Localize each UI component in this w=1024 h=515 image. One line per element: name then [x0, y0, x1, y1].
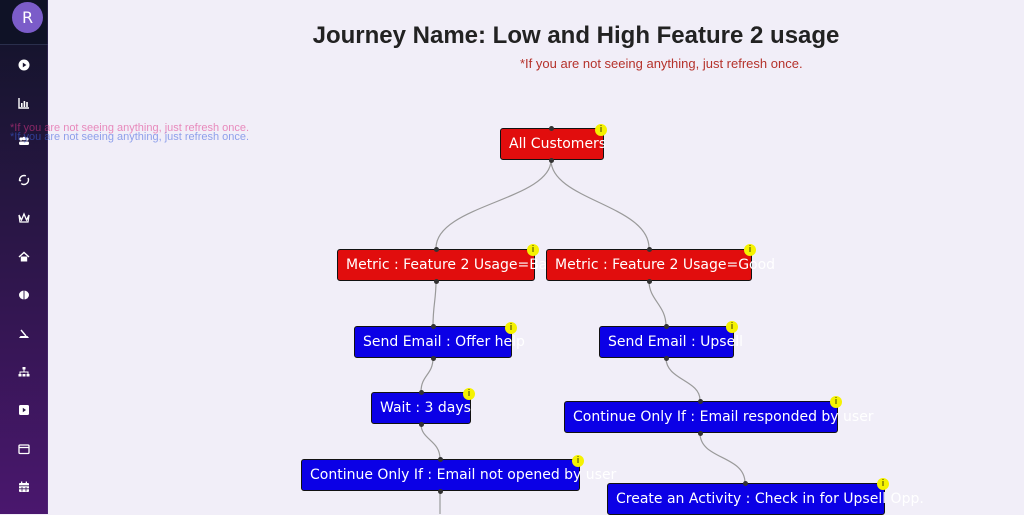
node-port: [646, 278, 652, 284]
sidebar-divider: [47, 0, 48, 514]
bar-chart-icon[interactable]: [14, 93, 34, 113]
connector: [648, 280, 667, 327]
node-port: [437, 456, 443, 462]
node-port: [548, 125, 554, 131]
node-port: [433, 278, 439, 284]
node-port: [437, 488, 443, 494]
sitemap-icon[interactable]: [14, 362, 34, 382]
avatar[interactable]: R: [12, 2, 43, 33]
window-icon[interactable]: [14, 439, 34, 459]
node-port: [418, 421, 424, 427]
info-icon[interactable]: i: [572, 455, 584, 467]
connector: [420, 357, 434, 393]
connector: [432, 280, 437, 327]
flow-node-send-upsell[interactable]: Send Email : Upsell: [599, 326, 743, 358]
node-port: [548, 157, 554, 163]
info-icon[interactable]: i: [505, 322, 517, 334]
refresh-note: *If you are not seeing anything, just re…: [520, 56, 803, 71]
connector: [435, 159, 552, 249]
connector: [699, 432, 746, 484]
flow-node-metric-bad[interactable]: Metric : Feature 2 Usage=Bad: [337, 249, 556, 281]
flow-node-metric-good[interactable]: Metric : Feature 2 Usage=Good: [546, 249, 775, 281]
node-port: [433, 246, 439, 252]
refresh-note-ghost: *If you are not seeing anything, just re…: [10, 122, 250, 134]
ship-icon[interactable]: [14, 324, 34, 344]
refresh-icon[interactable]: [14, 170, 34, 190]
connector: [420, 423, 441, 460]
sidebar: R: [0, 0, 48, 514]
flow-node-wait-3-days[interactable]: Wait : 3 days: [371, 392, 471, 424]
flow-node-continue-responded[interactable]: Continue Only If : Email responded by us…: [564, 401, 874, 433]
info-icon[interactable]: i: [527, 244, 539, 256]
crown-icon[interactable]: [14, 208, 34, 228]
flow-node-create-activity[interactable]: Create an Activity : Check in for Upsell…: [607, 483, 924, 515]
flow-node-all-customers[interactable]: All Customers: [500, 128, 606, 160]
flow-node-send-offer-help[interactable]: Send Email : Offer help: [354, 326, 525, 358]
info-icon[interactable]: i: [463, 388, 475, 400]
node-port: [663, 355, 669, 361]
play-square-icon[interactable]: [14, 400, 34, 420]
home-icon[interactable]: [14, 247, 34, 267]
info-icon[interactable]: i: [595, 124, 607, 136]
node-port: [663, 323, 669, 329]
play-circle-icon[interactable]: [14, 55, 34, 75]
node-port: [646, 246, 652, 252]
node-port: [430, 355, 436, 361]
info-icon[interactable]: i: [877, 478, 889, 490]
page-title: Journey Name: Low and High Feature 2 usa…: [312, 22, 840, 49]
refresh-note-ghost: *If you are not seeing anything, just re…: [10, 131, 250, 143]
node-port: [418, 389, 424, 395]
flow-node-continue-not-opened[interactable]: Continue Only If : Email not opened by u…: [301, 459, 616, 491]
info-icon[interactable]: i: [830, 396, 842, 408]
info-icon[interactable]: i: [726, 321, 738, 333]
node-port: [697, 430, 703, 436]
connector: [550, 159, 650, 249]
calendar-icon[interactable]: [14, 477, 34, 497]
node-port: [697, 398, 703, 404]
node-port: [430, 323, 436, 329]
info-icon[interactable]: i: [744, 244, 756, 256]
node-port: [742, 480, 748, 486]
brain-icon[interactable]: [14, 285, 34, 305]
users-icon[interactable]: [14, 131, 34, 151]
connector: [665, 357, 701, 401]
